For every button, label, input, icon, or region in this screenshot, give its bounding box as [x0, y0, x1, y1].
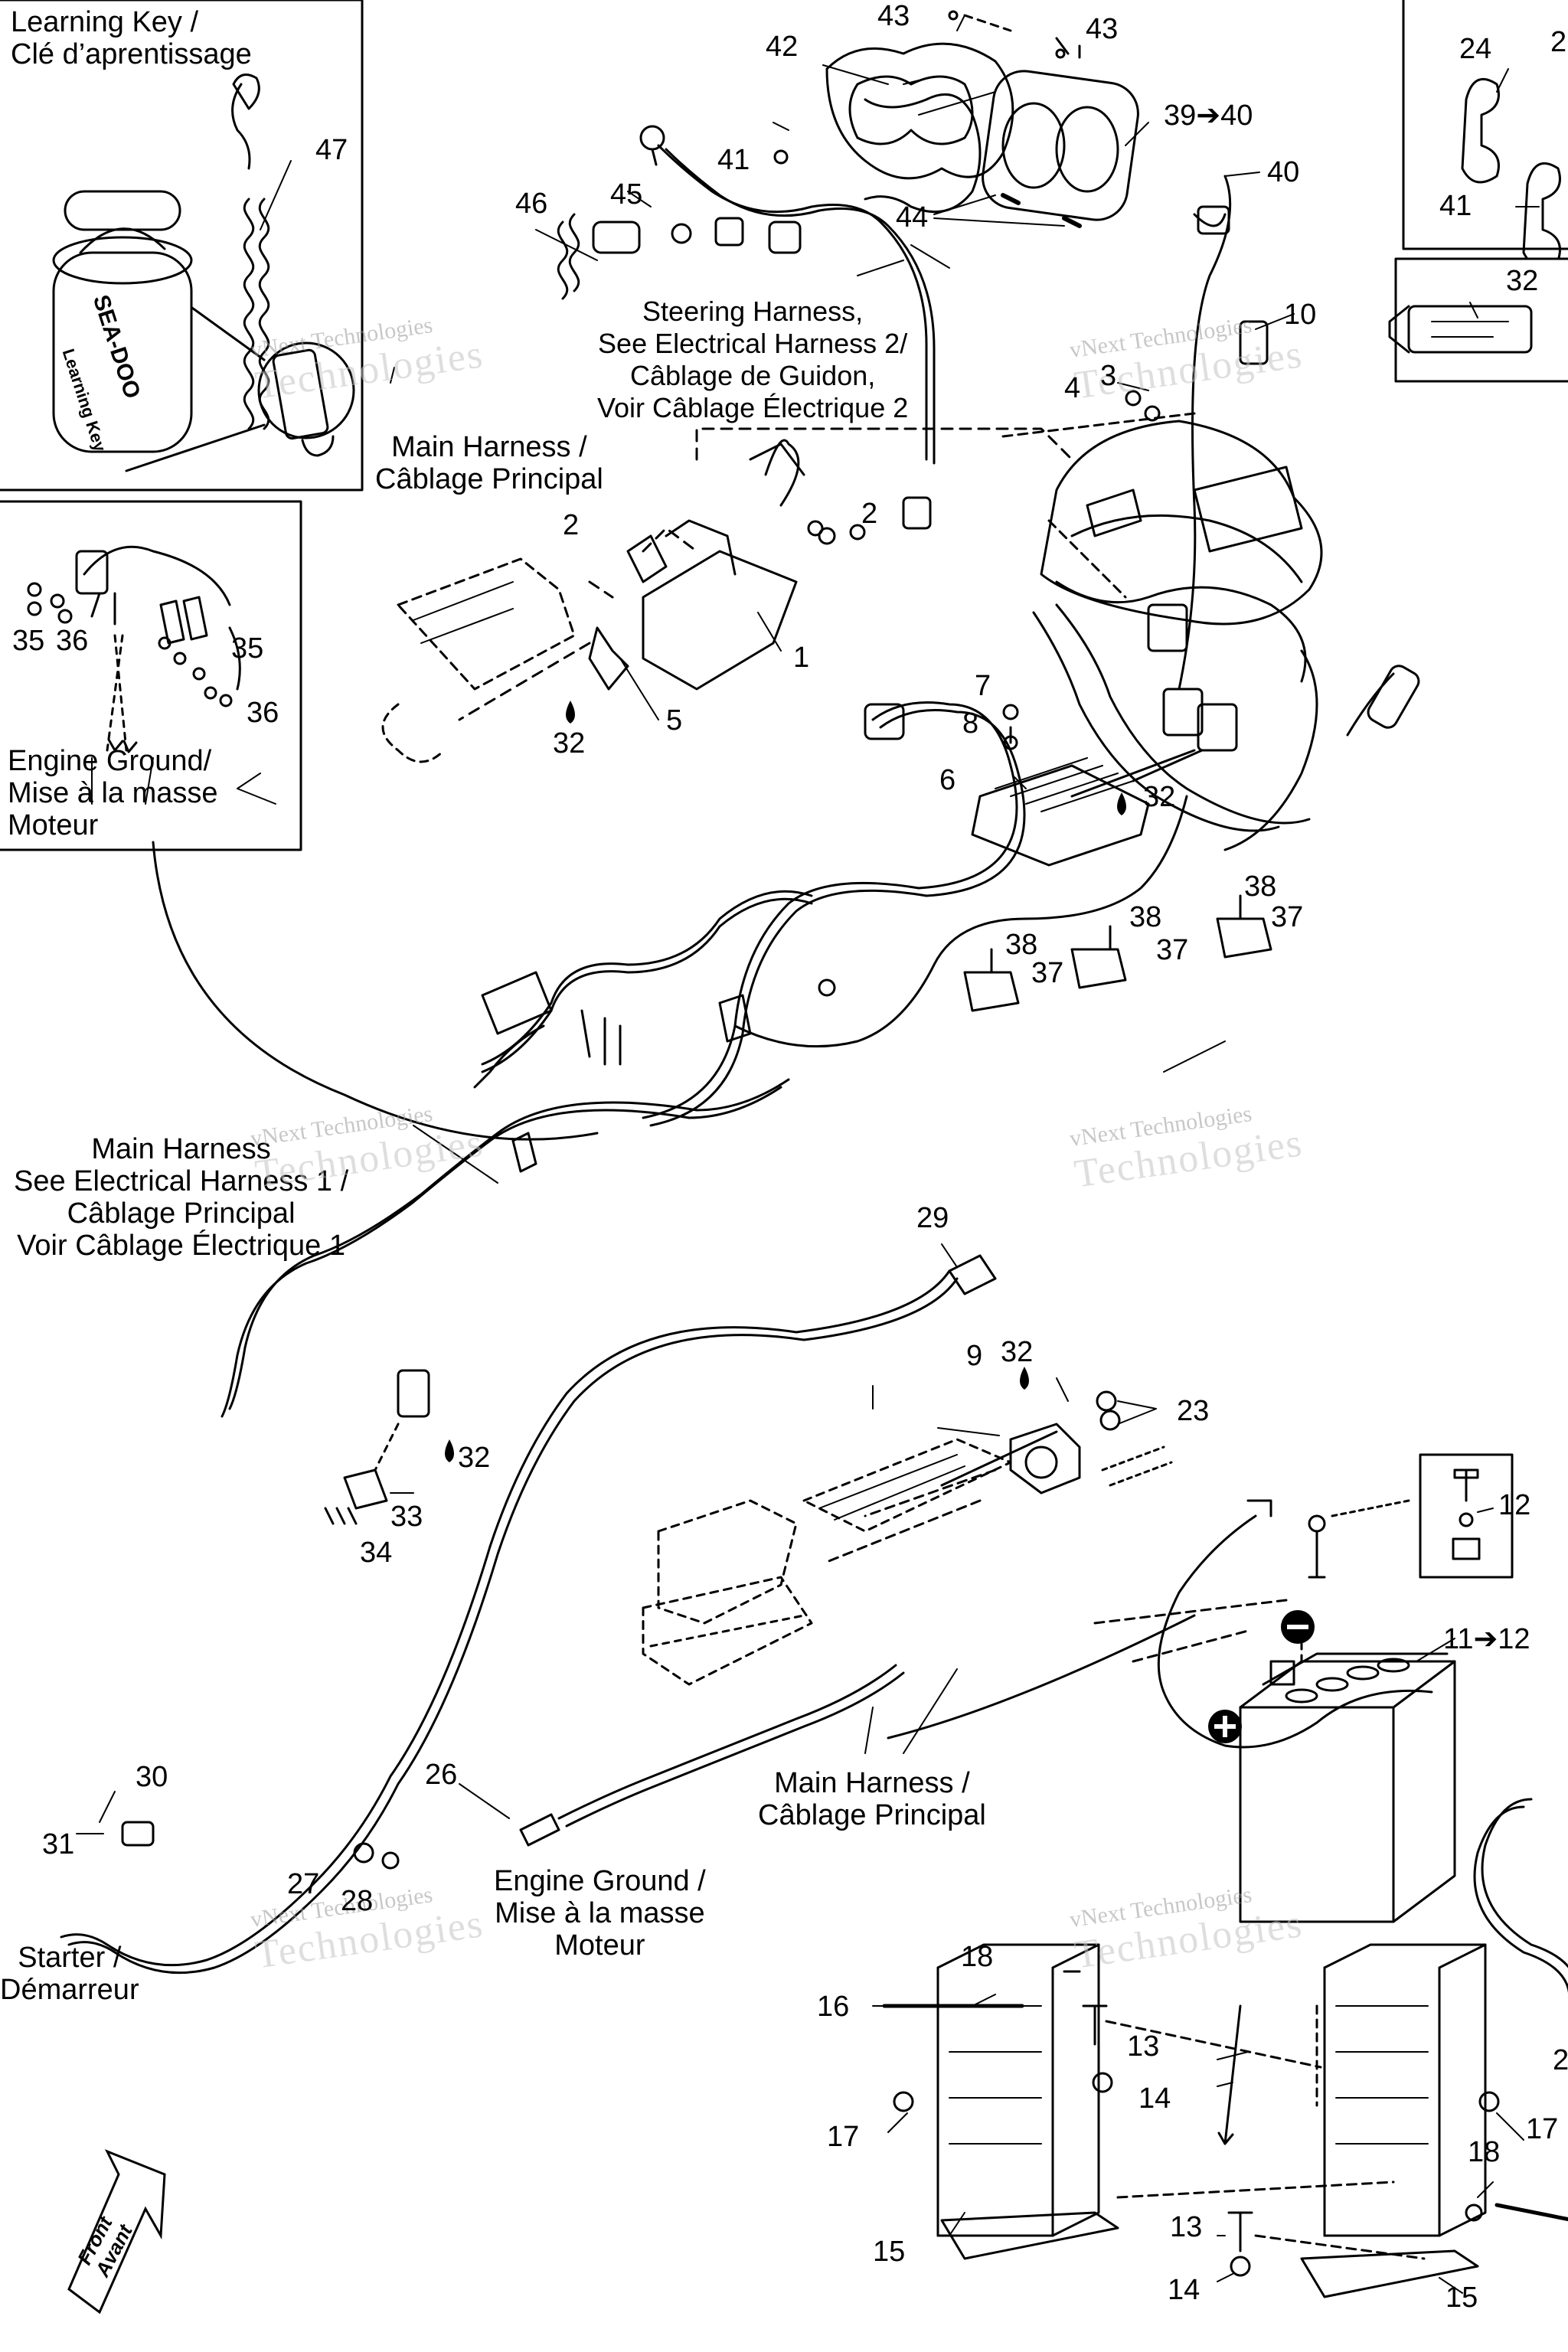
callout-18a: 18 [961, 1941, 994, 1973]
callout-32c: 32 [1001, 1336, 1034, 1368]
learning-key-illustration [52, 74, 355, 472]
steering-harness-caption: Steering Harness, See Electrical Harness… [597, 296, 909, 423]
callout-13b: 13 [1170, 2211, 1203, 2243]
callout-15b: 15 [1446, 2282, 1478, 2314]
callout-18b: 18 [1468, 2136, 1501, 2168]
callout-9: 9 [966, 1340, 983, 1372]
main-harness-caption-top: Main Harness / Câblage Principal [375, 431, 603, 495]
callout-43b: 43 [1086, 13, 1119, 45]
callout-40: 40 [1267, 156, 1300, 188]
main-harness-caption-mid: Main Harness See Electrical Harness 1 / … [14, 1133, 349, 1262]
engine-ground-caption-bottom: Engine Ground / Mise à la masse Moteur [494, 1865, 706, 1962]
callout-32-box: 32 [1506, 265, 1539, 297]
callout-29: 29 [916, 1202, 949, 1234]
engine-ground-caption-left: Engine Ground/ Mise à la masse Moteur [8, 745, 218, 841]
callout-16: 16 [817, 1991, 850, 2023]
callout-37c: 37 [1271, 901, 1304, 933]
engine-ground-illustration [27, 545, 241, 753]
callout-36b: 36 [247, 697, 279, 729]
callout-5: 5 [666, 704, 683, 737]
callout-2-right: 2 [1550, 26, 1567, 58]
callout-17b: 17 [1526, 2113, 1559, 2145]
callout-27: 27 [287, 1868, 320, 1900]
callout-4: 4 [1064, 372, 1081, 404]
callout-41-right: 41 [1439, 190, 1472, 222]
callout-14a: 14 [1138, 2082, 1171, 2115]
callout-45: 45 [610, 178, 643, 211]
callout-33: 33 [390, 1501, 423, 1533]
callout-46: 46 [515, 188, 548, 220]
callout-30: 30 [136, 1761, 168, 1793]
callout-39: 39➔40 [1164, 100, 1253, 132]
callout-41: 41 [717, 144, 750, 176]
callout-2c: 2 [1553, 2044, 1568, 2076]
callout-42: 42 [766, 31, 799, 63]
main-harness-caption-bottom: Main Harness / Câblage Principal [758, 1767, 986, 1831]
callout-17a: 17 [827, 2121, 860, 2153]
callout-32a: 32 [553, 727, 586, 760]
callout-11: 11➔12 [1443, 1623, 1530, 1655]
callout-13a: 13 [1127, 2030, 1160, 2063]
callout-43a: 43 [877, 0, 910, 32]
callout-35b: 35 [231, 632, 264, 665]
callout-47: 47 [315, 134, 348, 166]
callout-35a: 35 [12, 625, 45, 657]
callout-7: 7 [975, 670, 991, 702]
callout-28: 28 [341, 1885, 374, 1917]
callout-23: 23 [1177, 1395, 1210, 1427]
callout-8: 8 [962, 707, 979, 740]
callout-37a: 37 [1031, 957, 1064, 989]
callout-10: 10 [1284, 299, 1317, 331]
callout-31: 31 [42, 1828, 75, 1860]
callout-38a: 38 [1005, 929, 1038, 961]
callout-36a: 36 [56, 625, 89, 657]
callout-14b: 14 [1168, 2274, 1200, 2306]
callout-37b: 37 [1156, 934, 1189, 966]
starter-caption: Starter / Démarreur [0, 1942, 139, 2006]
callout-6: 6 [939, 764, 956, 796]
callout-3: 3 [1100, 360, 1117, 392]
callout-2a: 2 [563, 509, 580, 541]
callout-12: 12 [1498, 1489, 1531, 1521]
callout-32d: 32 [458, 1442, 491, 1474]
callout-44: 44 [896, 201, 929, 234]
callout-2b: 2 [861, 498, 878, 530]
callout-1: 1 [793, 642, 810, 674]
callout-38b: 38 [1129, 901, 1162, 933]
callout-15a: 15 [873, 2236, 906, 2268]
callout-32b: 32 [1143, 781, 1176, 813]
callout-38c: 38 [1244, 871, 1277, 903]
callout-34: 34 [360, 1537, 393, 1569]
callout-24: 24 [1459, 33, 1492, 65]
learning-key-caption: Learning Key / Clé d’aprentissage [11, 6, 252, 70]
callout-26: 26 [425, 1759, 458, 1791]
